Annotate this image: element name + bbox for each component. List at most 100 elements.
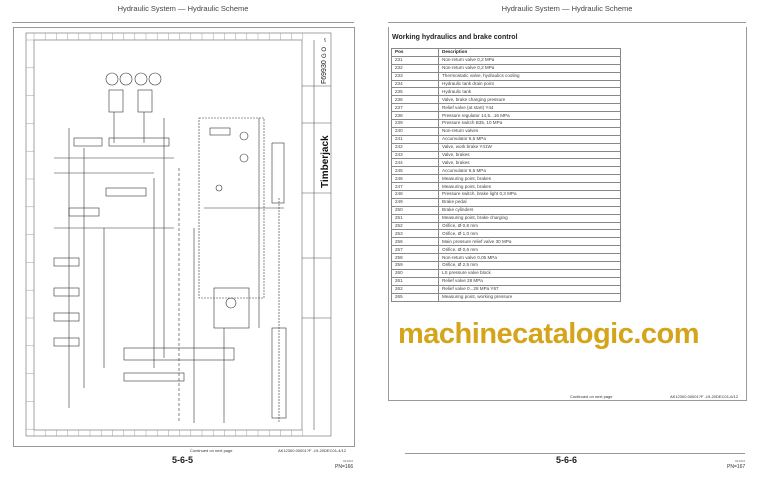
pos-cell: 234 <box>391 79 439 89</box>
pos-cell: 244 <box>391 158 439 168</box>
description-cell: Non-return valve 0,2 MPa <box>438 63 621 73</box>
pos-cell: 248 <box>391 190 439 199</box>
left-doc-code: AK12300.00001?F -19-20DEC01-4/12 <box>278 448 347 453</box>
left-page-number: 5-6-5 <box>172 455 194 465</box>
pos-cell: 258 <box>391 253 439 263</box>
right-pn: PN=167 <box>727 464 746 470</box>
left-page-header: Hydraulic System — Hydraulic Scheme <box>117 4 249 13</box>
description-cell: Relief valve 0...28 MPa Y67 <box>438 284 621 294</box>
pos-cell: 256 <box>391 237 439 247</box>
brand-logo: Timberjack <box>320 135 331 188</box>
description-cell: Pressure switch B35, 10 MPa <box>438 119 621 128</box>
pos-cell: 246 <box>391 174 439 184</box>
right-page-header: Hydraulic System — Hydraulic Scheme <box>501 4 633 13</box>
pos-cell: 261 <box>391 276 439 286</box>
right-doc-code: AK12300.00001?F -19-20DEC01-6/12 <box>670 394 739 399</box>
column-header-pos: Pos <box>391 48 439 57</box>
description-cell: Relief valve (at start) Y44 <box>438 103 621 113</box>
description-cell: Valve, brakes <box>438 158 621 168</box>
section-title: Working hydraulics and brake control <box>392 34 518 41</box>
pos-cell: 250 <box>391 205 439 215</box>
footer-divider <box>405 453 745 454</box>
pos-cell: 232 <box>391 63 439 73</box>
pos-cell: 260 <box>391 268 439 278</box>
description-cell: Orifice, Ø 0,6 mm <box>438 245 621 255</box>
pos-cell: 249 <box>391 197 439 207</box>
left-pn: PN=166 <box>335 464 354 470</box>
description-cell: Hydraulic tank drain point <box>438 79 621 89</box>
description-cell: Non-return valve 0,05 MPa <box>438 253 621 263</box>
pos-cell: 262 <box>391 284 439 294</box>
right-page-frame <box>388 27 747 401</box>
pos-cell: 231 <box>391 55 439 65</box>
drawing-number: F69930 <box>321 60 328 84</box>
pos-cell: 235 <box>391 87 439 97</box>
pos-cell: 237 <box>391 103 439 113</box>
description-cell: Orifice, Ø 1,0 mm <box>438 229 621 239</box>
drawing-revision: G O <box>322 47 328 58</box>
pos-cell: 257 <box>391 245 439 255</box>
pos-cell: 245 <box>391 166 439 176</box>
pos-cell: 236 <box>391 95 439 105</box>
description-cell: Main pressure relief valve 30 MPa <box>438 237 621 247</box>
pos-cell: 233 <box>391 71 439 81</box>
description-cell: Relief valve 28 MPa <box>438 276 621 286</box>
hydraulic-schematic: Timberjack F69930 G O 2/5 <box>25 32 332 437</box>
pos-cell: 243 <box>391 150 439 160</box>
left-date: 021204 <box>343 459 354 463</box>
column-header-description: Description <box>438 48 621 57</box>
right-page-number: 5-6-6 <box>556 455 578 465</box>
pos-cell: 252 <box>391 221 439 231</box>
pos-cell: 242 <box>391 142 439 152</box>
description-cell: Measuring point, brake charging <box>438 213 621 223</box>
pos-cell: 241 <box>391 134 439 144</box>
header-divider <box>12 22 354 23</box>
description-cell: Valve, work brake Y41W <box>438 142 621 152</box>
description-cell: Measuring point, working pressure <box>438 292 621 302</box>
description-cell: Hydraulic tank <box>438 87 621 97</box>
description-cell: Accumulator 6,5 MPa <box>438 134 621 144</box>
header-divider <box>388 22 746 23</box>
description-cell: Brake pedal <box>438 197 621 207</box>
schematic-page-frame: Timberjack F69930 G O 2/5 <box>13 27 355 447</box>
watermark: machinecatalogic.com <box>398 318 700 350</box>
description-cell: Orifice, Ø 2,5 mm <box>438 261 621 270</box>
pos-cell: 247 <box>391 182 439 192</box>
description-cell: Pressure switch, brake light 0,3 MPa <box>438 190 621 199</box>
pos-cell: 253 <box>391 229 439 239</box>
description-cell: LS pressure valve block <box>438 268 621 278</box>
left-continued-note: Continued on next page <box>190 448 233 453</box>
pos-cell: 265 <box>391 292 439 302</box>
description-cell: Orifice, Ø 0,8 mm <box>438 221 621 231</box>
description-cell: Valve, brake charging pressure <box>438 95 621 105</box>
